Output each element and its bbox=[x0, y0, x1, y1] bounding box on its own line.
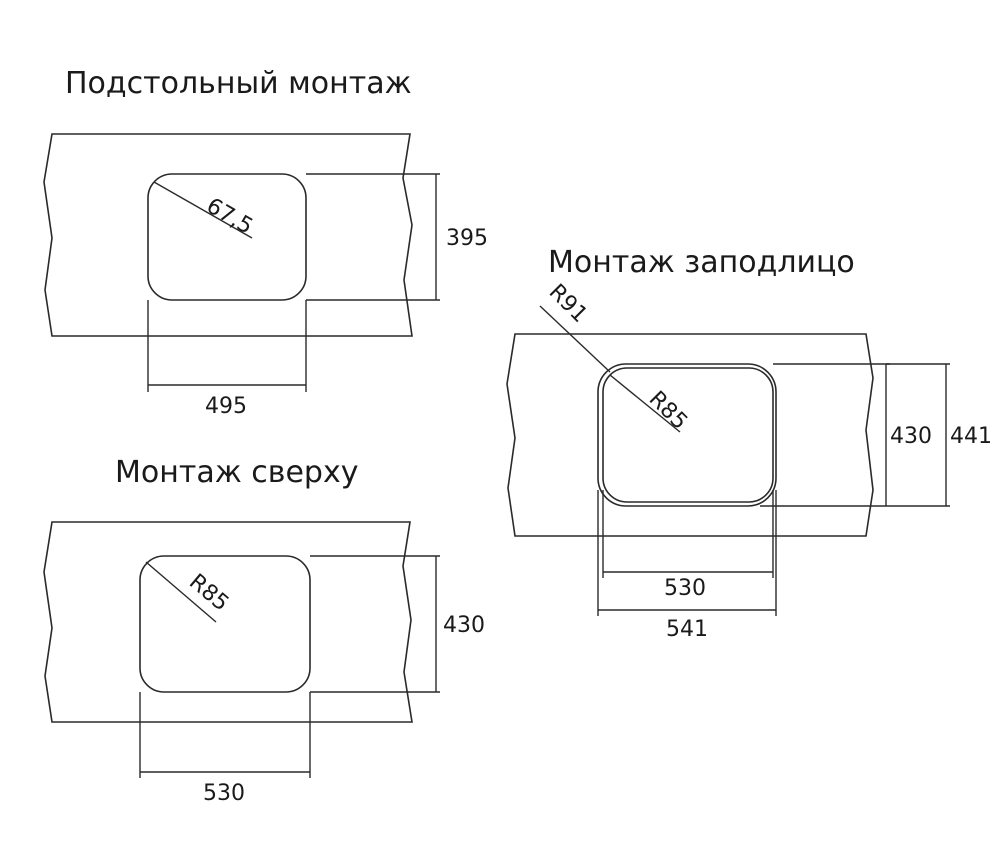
topmount-height-label: 430 bbox=[443, 613, 485, 638]
flushmount-inner-width-label: 530 bbox=[664, 576, 706, 601]
undermount-radius-leader bbox=[153, 181, 253, 239]
topmount-width-label: 530 bbox=[203, 781, 245, 806]
flushmount-flange-outline bbox=[597, 363, 777, 507]
undermount-title: Подстольный монтаж bbox=[65, 66, 412, 101]
undermount-width-label: 495 bbox=[205, 394, 247, 419]
flushmount-diagram: Монтаж заподлицо R91 R85 430 441 530 541 bbox=[506, 245, 992, 642]
undermount-sink-opening bbox=[147, 173, 307, 301]
undermount-diagram: Подстольный монтаж 67,5 395 495 bbox=[43, 66, 488, 419]
flushmount-inner-height-label: 430 bbox=[890, 424, 932, 449]
topmount-diagram: Монтаж сверху R85 430 530 bbox=[43, 455, 485, 806]
flushmount-sink-opening bbox=[602, 367, 774, 503]
flushmount-title: Монтаж заподлицо bbox=[548, 245, 855, 280]
flushmount-inner-radius-leader bbox=[609, 374, 681, 433]
topmount-sink-opening bbox=[139, 555, 311, 693]
flushmount-outer-height-label: 441 bbox=[950, 424, 992, 449]
topmount-title: Монтаж сверху bbox=[115, 455, 358, 490]
undermount-countertop bbox=[43, 133, 413, 337]
undermount-height-label: 395 bbox=[446, 226, 488, 251]
flushmount-outer-radius-label: R91 bbox=[544, 280, 592, 328]
topmount-countertop bbox=[43, 521, 413, 723]
flushmount-outer-width-label: 541 bbox=[666, 617, 708, 642]
flushmount-outer-radius-leader bbox=[539, 305, 611, 373]
topmount-radius-leader bbox=[145, 561, 217, 623]
